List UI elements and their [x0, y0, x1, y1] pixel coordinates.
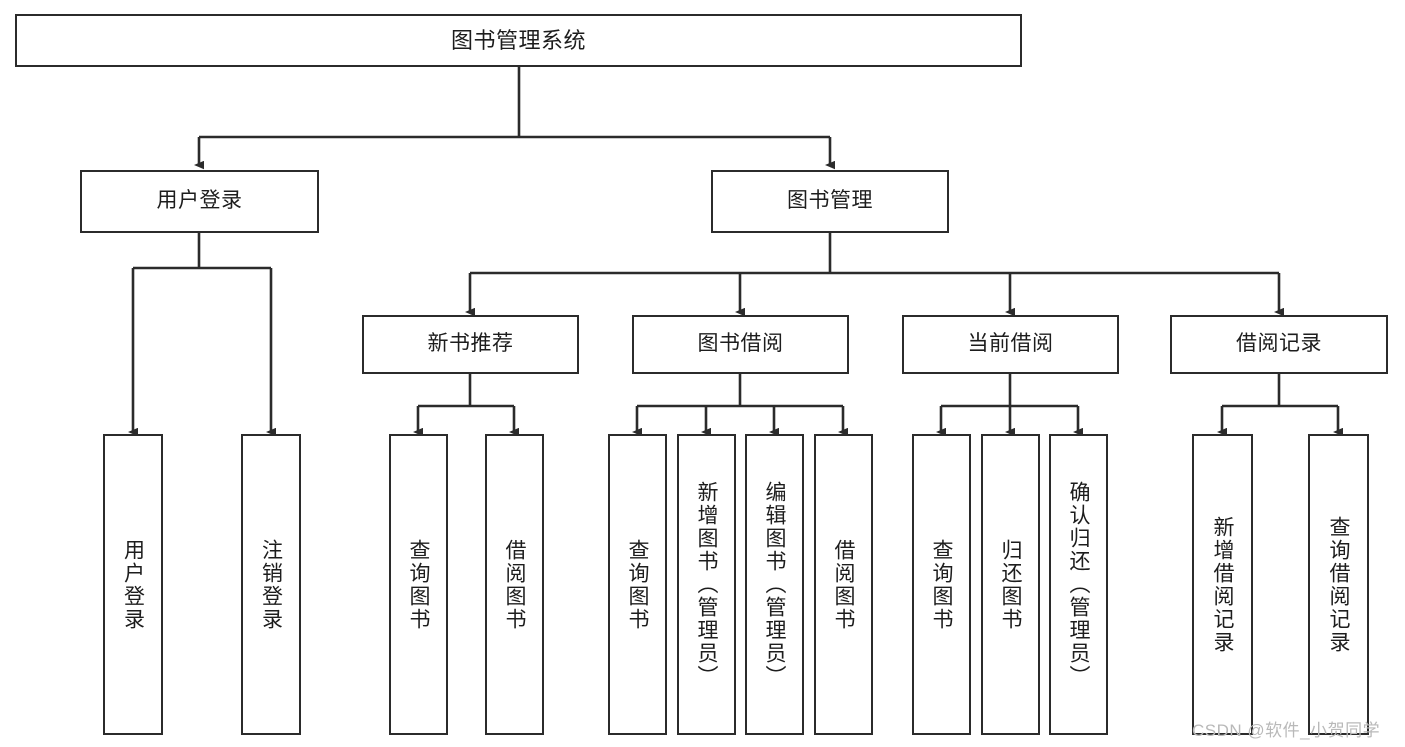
- node-label: 查询图书: [930, 538, 953, 631]
- node-label: 用户登录: [156, 189, 243, 213]
- leaf-logout[interactable]: 注销登录: [241, 434, 301, 735]
- leaf-user-login[interactable]: 用户登录: [103, 434, 163, 735]
- node-user-login[interactable]: 用户登录: [80, 170, 319, 233]
- node-label: 借阅记录: [1236, 332, 1322, 356]
- leaf-confirm-return-admin[interactable]: 确认归还（管理员）: [1049, 434, 1108, 735]
- node-label: 借阅图书: [503, 538, 526, 631]
- node-book-management[interactable]: 图书管理: [711, 170, 949, 233]
- leaf-add-borrowing-record[interactable]: 新增借阅记录: [1192, 434, 1253, 735]
- leaf-query-borrowing-record[interactable]: 查询借阅记录: [1308, 434, 1369, 735]
- node-book-borrowing[interactable]: 图书借阅: [632, 315, 849, 374]
- node-label: 用户登录: [121, 538, 145, 631]
- node-label: 注销登录: [259, 538, 283, 631]
- leaf-add-book-admin[interactable]: 新增图书（管理员）: [677, 434, 736, 735]
- leaf-borrow-books-recommendation[interactable]: 借阅图书: [485, 434, 544, 735]
- node-label: 新增借阅记录: [1211, 515, 1234, 654]
- node-label: 新增图书（管理员）: [695, 481, 718, 688]
- node-label: 图书借阅: [697, 332, 784, 356]
- node-label: 图书管理: [787, 189, 873, 213]
- node-label: 确认归还（管理员）: [1067, 481, 1090, 688]
- node-current-borrowings[interactable]: 当前借阅: [902, 315, 1119, 374]
- leaf-edit-book-admin[interactable]: 编辑图书（管理员）: [745, 434, 804, 735]
- node-label: 借阅图书: [832, 538, 855, 631]
- leaf-query-books-recommendation[interactable]: 查询图书: [389, 434, 448, 735]
- node-label: 图书管理系统: [450, 27, 586, 53]
- node-label: 查询图书: [407, 538, 430, 631]
- node-label: 新书推荐: [427, 332, 514, 356]
- node-borrowing-records[interactable]: 借阅记录: [1170, 315, 1388, 374]
- leaf-return-books[interactable]: 归还图书: [981, 434, 1040, 735]
- node-new-book-recommendation[interactable]: 新书推荐: [362, 315, 579, 374]
- node-label: 当前借阅: [967, 332, 1054, 356]
- leaf-borrow-books-borrowing[interactable]: 借阅图书: [814, 434, 873, 735]
- node-label: 编辑图书（管理员）: [763, 481, 786, 688]
- node-root-library-management-system[interactable]: 图书管理系统: [15, 14, 1022, 67]
- node-label: 查询图书: [626, 538, 649, 631]
- leaf-query-books-borrowing[interactable]: 查询图书: [608, 434, 667, 735]
- leaf-query-books-current[interactable]: 查询图书: [912, 434, 971, 735]
- node-label: 查询借阅记录: [1327, 515, 1350, 654]
- node-label: 归还图书: [999, 538, 1022, 631]
